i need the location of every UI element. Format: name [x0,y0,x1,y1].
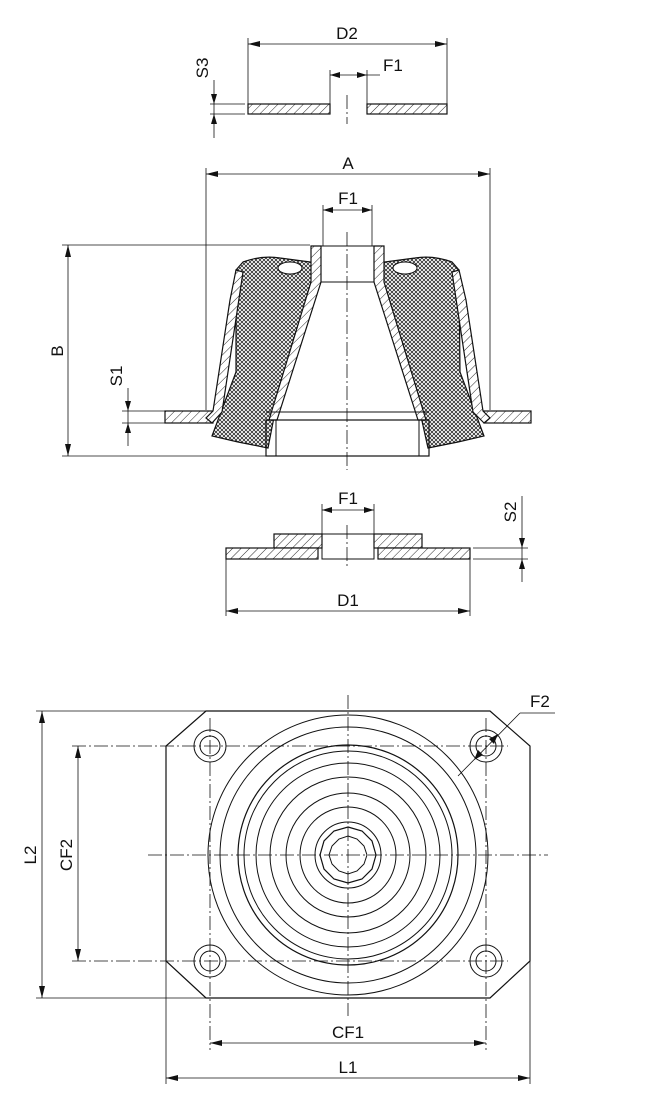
label-s2: S2 [501,502,520,523]
dimension-s3: S3 [193,58,245,138]
dimension-l1: L1 [165,961,531,1084]
bottom-washer-hub-left [273,533,323,549]
dimension-d1: D1 [225,559,471,616]
top-washer-plate [247,103,448,115]
label-cf1: CF1 [332,1023,364,1042]
label-b: B [48,345,67,356]
dimension-f1-bottom: F1 [321,489,375,534]
label-d1: D1 [337,591,359,610]
bottom-washer-hub-right [373,533,423,549]
label-l1: L1 [339,1058,358,1077]
right-base-flange [483,410,532,424]
bottom-washer-view: F1 D1 S2 [225,489,528,616]
label-s1: S1 [107,366,126,387]
base-plate-outline [165,710,531,999]
outer-housing-left [205,269,244,424]
label-s3: S3 [193,58,212,79]
dimension-a: A [205,154,491,410]
label-f1-top: F1 [383,56,403,75]
outer-housing-right [451,269,491,424]
rubber-void-left [277,261,303,275]
plan-centerlines [72,695,548,1050]
label-f1-mid: F1 [338,189,358,208]
dimension-cf2: CF2 [57,746,81,961]
dimension-f2: F2 [457,692,555,777]
bottom-sleeve [265,419,430,457]
label-d2: D2 [336,24,358,43]
label-cf2: CF2 [57,839,76,871]
dimension-d2: D2 [247,24,448,104]
left-base-flange [164,410,214,424]
bottom-washer-bore [321,533,375,560]
dimension-b: B [48,244,310,457]
bushing-bore [320,245,375,283]
dimension-cf1: CF1 [210,1023,486,1046]
label-a: A [342,154,354,173]
top-washer-view: D2 F1 S3 [193,24,448,138]
label-l2: L2 [21,846,40,865]
plan-view: L2 CF2 CF1 L1 F2 [21,692,555,1084]
bottom-washer-plate-right [377,547,471,560]
dimension-s1: S1 [107,366,165,446]
dimension-f1-mid: F1 [322,189,373,246]
dimension-s2: S2 [473,496,528,582]
rubber-void-right [392,261,418,275]
label-f1-bottom: F1 [338,489,358,508]
label-f2: F2 [530,692,550,711]
dimension-l2: L2 [21,710,206,999]
dimension-f1-top: F1 [329,56,403,104]
bottom-washer-plate-left [225,547,319,560]
mount-section-view: A F1 B S1 [48,154,532,470]
